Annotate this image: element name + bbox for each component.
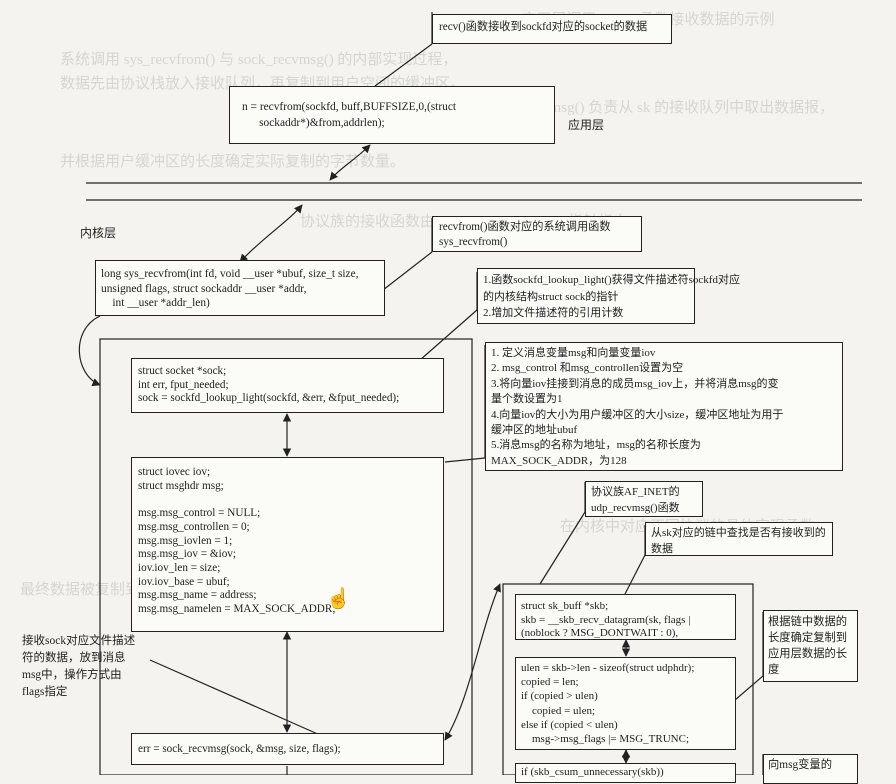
- socket-code-box: struct socket *sock; int err, fput_neede…: [131, 358, 444, 413]
- msg-variable-note: 向msg变量的: [763, 754, 858, 784]
- ulen-code-box: ulen = skb->len - sizeof(struct udphdr);…: [515, 657, 736, 750]
- sock-recvmsg-box: err = sock_recvmsg(sock, &msg, size, fla…: [131, 733, 444, 765]
- msg-setup-note: 1. 定义消息变量msg和向量变量iov 2. msg_control 和msg…: [485, 342, 843, 471]
- sockfd-lookup-note: 1.函数sockfd_lookup_light()获得文件描述符sockfd对应…: [477, 268, 740, 324]
- sock-recvmsg-note: 接收sock对应文件描述 符的数据，放到消息 msg中，操作方式由 flags指…: [22, 635, 136, 698]
- udp-recvmsg-note: 协议族AF_INET的 udp_recvmsg()函数: [585, 481, 703, 517]
- kernel-layer-label: 内核层: [80, 226, 117, 240]
- csum-code-box: if (skb_csum_unnecessary(skb)): [515, 763, 736, 783]
- recvfrom-call-box: n = recvfrom(sockfd, buff,BUFFSIZE,0,(st…: [229, 86, 555, 144]
- copy-length-note: 根据链中数据的 长度确定复制到 应用层数据的长 度: [763, 610, 858, 682]
- skb-code-box: struct sk_buff *skb; skb = __skb_recv_da…: [515, 594, 736, 640]
- sys-recvfrom-note: recvfrom()函数对应的系统调用函数 sys_recvfrom(): [432, 216, 642, 252]
- iovec-code-box: struct iovec iov; struct msghdr msg; msg…: [131, 457, 444, 632]
- sys-recvfrom-signature-box: long sys_recvfrom(int fd, void __user *u…: [95, 260, 385, 316]
- hand-cursor-icon: ☝: [326, 588, 351, 610]
- skb-lookup-note: 从sk对应的链中查找是否有接收到的 数据: [645, 522, 833, 556]
- recv-note: recv()函数接收到sockfd对应的socket的数据: [432, 14, 672, 44]
- app-layer-label: 应用层: [568, 118, 605, 132]
